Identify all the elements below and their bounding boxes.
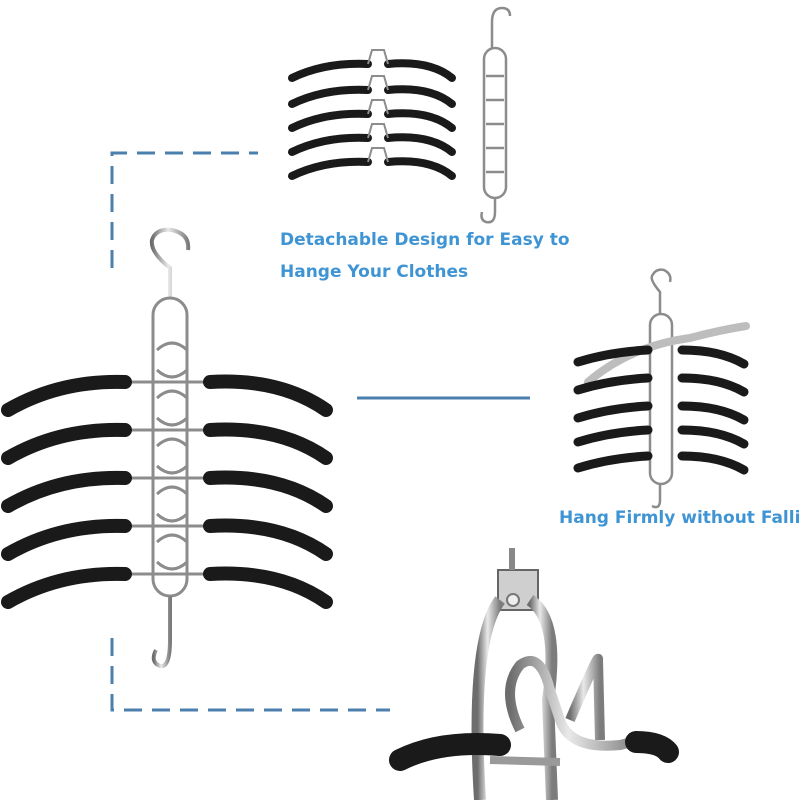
dashed-connector: [110, 151, 390, 712]
caption-hang-firmly: Hang Firmly without Falling: [559, 508, 800, 528]
closeup-detail: [389, 548, 679, 800]
main-hanger: [1, 227, 333, 669]
caption-detachable-line2: Hange Your Clothes: [280, 262, 469, 282]
detached-hanger-arms: [288, 49, 456, 180]
detached-rack: [480, 6, 512, 224]
caption-detachable-line1: Detachable Design for Easy to: [280, 230, 570, 250]
folded-hanger: [573, 268, 750, 509]
